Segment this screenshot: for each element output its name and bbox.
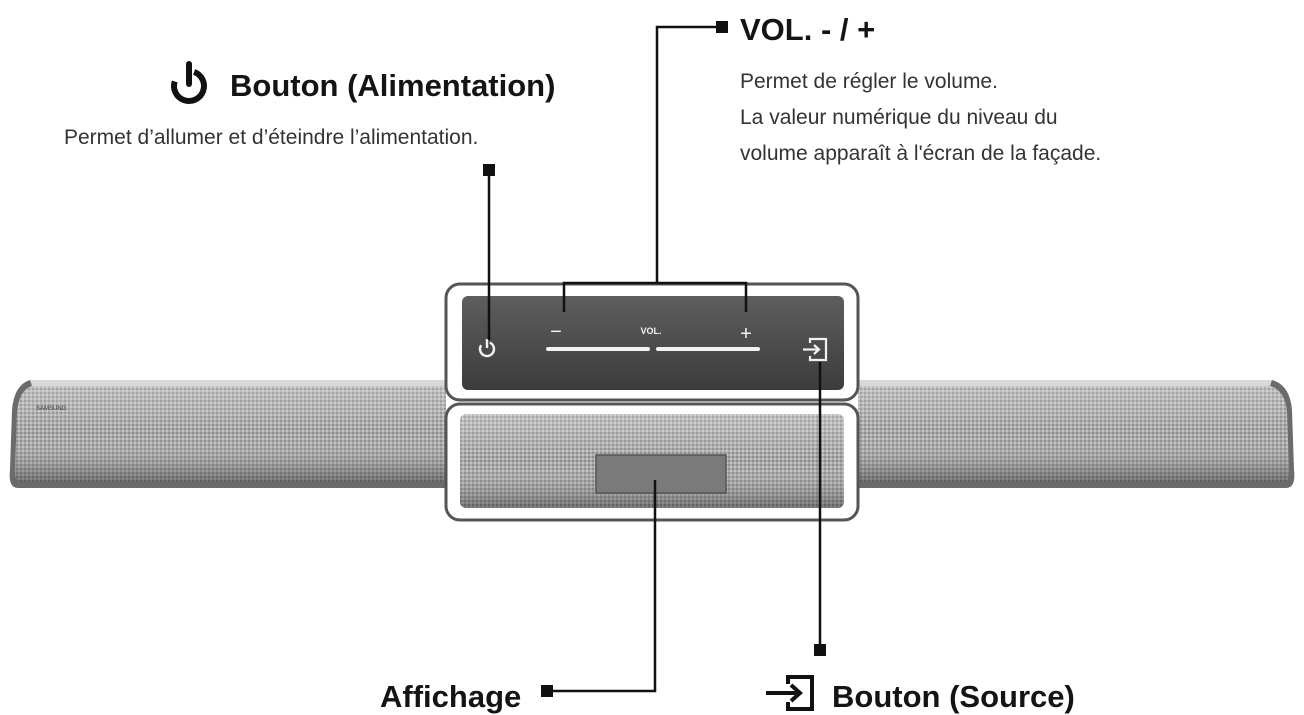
volume-minus-glyph[interactable]: − xyxy=(550,321,562,343)
source-button[interactable] xyxy=(803,337,828,362)
callout-volume: VOL. - / + Permet de régler le volume. L… xyxy=(740,12,1101,165)
display-panel xyxy=(444,402,860,522)
callout-lines xyxy=(487,25,822,693)
volume-callout-line-2: La valeur numérique du niveau du xyxy=(740,106,1058,129)
volume-plus-glyph[interactable]: + xyxy=(740,323,752,345)
volume-label: VOL. xyxy=(640,326,661,336)
control-panel: − VOL. + xyxy=(444,282,860,402)
soundbar: SAMSUNG xyxy=(9,380,1295,488)
callout-source: Bouton (Source) xyxy=(766,675,1075,714)
display-screen xyxy=(595,454,727,494)
volume-callout-title: VOL. - / + xyxy=(740,12,875,47)
callout-power: Bouton (Alimentation) Permet d’allumer e… xyxy=(64,61,555,149)
callout-markers xyxy=(483,21,826,697)
power-callout-title: Bouton (Alimentation) xyxy=(230,68,555,103)
brand-logo: SAMSUNG xyxy=(36,406,67,412)
soundbar-left-section: SAMSUNG xyxy=(9,380,447,488)
source-callout-title: Bouton (Source) xyxy=(832,679,1075,714)
callout-display: Affichage xyxy=(380,679,521,714)
source-input-icon xyxy=(766,675,814,711)
volume-callout-line-1: Permet de régler le volume. xyxy=(740,70,998,93)
power-callout-description: Permet d’allumer et d’éteindre l’aliment… xyxy=(64,126,478,149)
volume-callout-line-3: volume apparaît à l'écran de la façade. xyxy=(740,142,1101,165)
display-callout-title: Affichage xyxy=(380,679,521,714)
volume-slider[interactable]: − VOL. + xyxy=(546,321,760,351)
soundbar-right-section xyxy=(858,380,1295,488)
power-icon xyxy=(171,61,207,104)
power-button[interactable] xyxy=(478,339,496,358)
